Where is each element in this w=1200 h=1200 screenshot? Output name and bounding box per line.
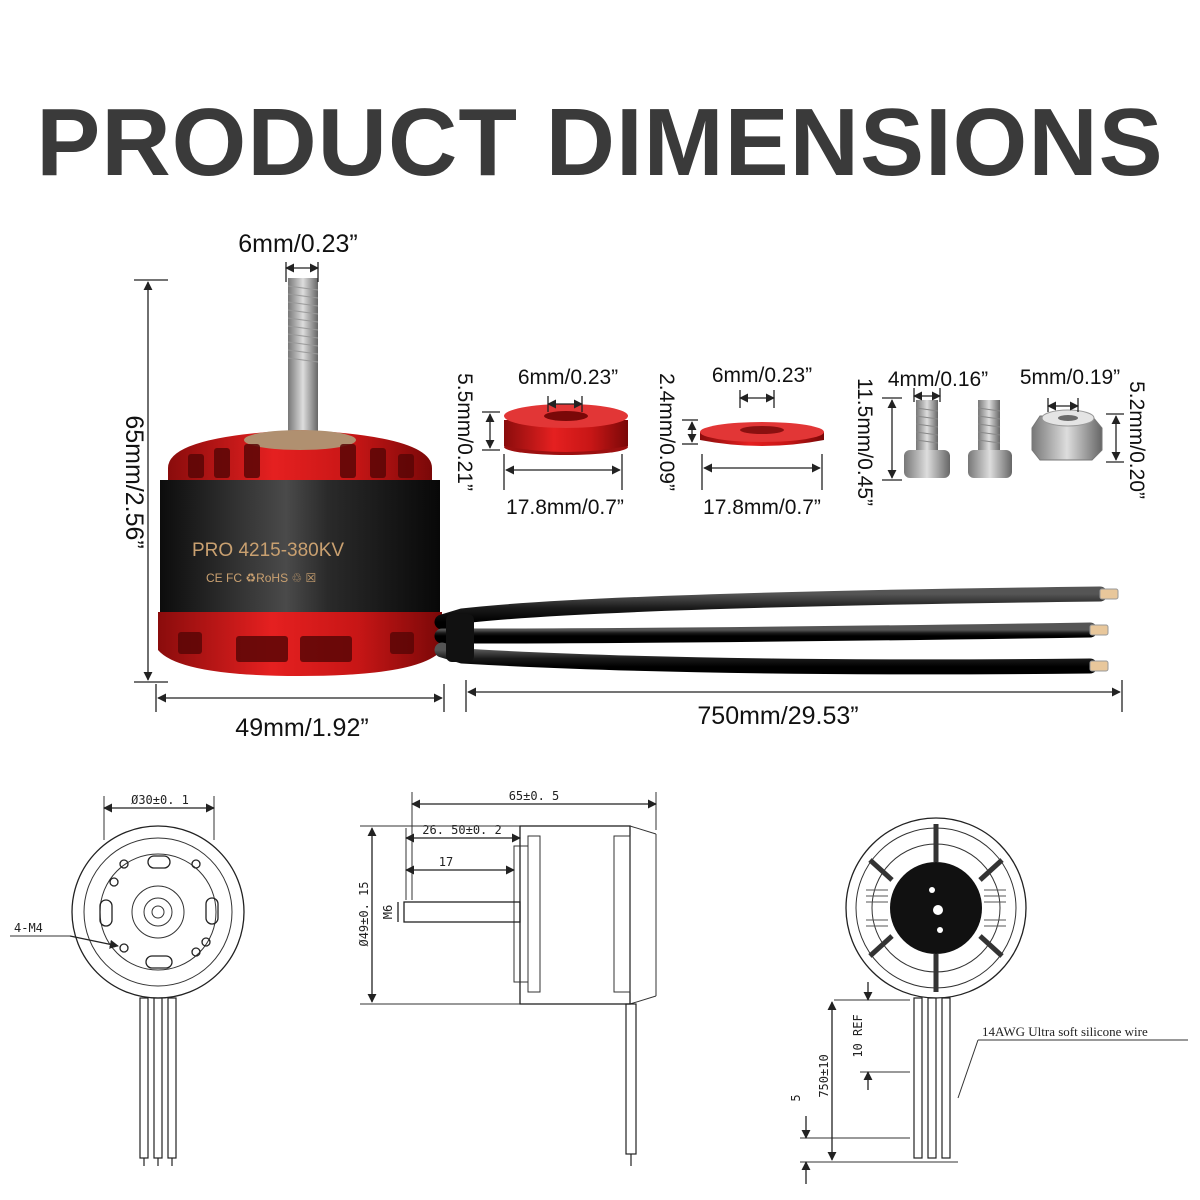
thin-washer-inner-label: 6mm/0.23” [712,364,812,387]
shaft-diameter-label: 6mm/0.23” [238,230,357,258]
nut-diameter-label: 5mm/0.19” [1020,366,1120,389]
thick-washer-height-label: 5.5mm/0.21” [453,373,476,491]
wire-tip-2 [1089,624,1109,636]
thin-washer: 6mm/0.23” 2.4mm/0.09” 17.8mm/0.7” [655,364,824,519]
wire-tip-3 [1089,660,1109,672]
motor-can [160,480,440,612]
page-title: PRODUCT DIMENSIONS [36,89,1164,196]
wire-length-tolerance-label: 750±10 [817,1054,831,1097]
nut-height-label: 5.2mm/0.20” [1125,381,1148,499]
shaft-thread-label: M6 [381,905,395,919]
bolt-circle-label: Ø30±0. 1 [131,793,189,807]
wire-note-label: 14AWG Ultra soft silicone wire [982,1024,1148,1039]
thin-washer-height-label: 2.4mm/0.09” [655,373,678,491]
side-diameter-label: Ø49±0. 15 [357,881,371,946]
motor-dimensions: 6mm/0.23” 65mm/2.56” 49mm/1.92” 750mm/29… [120,230,1123,742]
thick-washer-outer-label: 17.8mm/0.7” [506,496,624,519]
wire-tip-1 [1099,588,1119,600]
motor-wire-2 [434,622,1098,644]
side-length-label: 65±0. 5 [509,789,560,803]
motor-model-label: PRO 4215-380KV [192,540,344,561]
screws: 4mm/0.16” 11.5mm/0.45” [853,368,1012,506]
shaft-exposed-label: 26. 50±0. 2 [422,823,501,837]
mounting-holes-label: 4-M4 [14,921,43,935]
motor-cert-label: CE FC ♻RoHS ♲ ☒ [206,571,316,585]
motor-photo: PRO 4215-380KV CE FC ♻RoHS ♲ ☒ [158,278,1119,676]
back-view-drawing: 10 REF 750±10 5 14AWG Ultra soft silicon… [789,817,1188,1184]
motor-bell-top [168,430,432,482]
front-view-drawing: Ø30±0. 1 4-M4 [10,793,245,1166]
wire-tip-label: 5 [789,1094,803,1101]
thick-washer: 6mm/0.23” 5.5mm/0.21” 17.8mm/0.7” [453,366,628,519]
wire-length-label: 750mm/29.53” [697,702,858,730]
motor-wire-1 [434,586,1108,630]
shaft-step-label: 17 [439,855,453,869]
motor-diameter-label: 49mm/1.92” [235,714,368,742]
motor-wire-3 [434,642,1098,675]
motor-height-label: 65mm/2.56” [120,415,148,548]
thick-washer-inner-label: 6mm/0.23” [518,366,618,389]
lock-nut: 5mm/0.19” 5.2mm/0.20” [1020,366,1148,499]
side-view-drawing: 65±0. 5 26. 50±0. 2 17 Ø49±0. 15 M6 [357,789,657,1166]
thin-washer-outer-label: 17.8mm/0.7” [703,496,821,519]
ref-label: 10 REF [851,1014,865,1057]
screw-diameter-label: 4mm/0.16” [888,368,988,391]
screw-length-label: 11.5mm/0.45” [853,378,876,506]
